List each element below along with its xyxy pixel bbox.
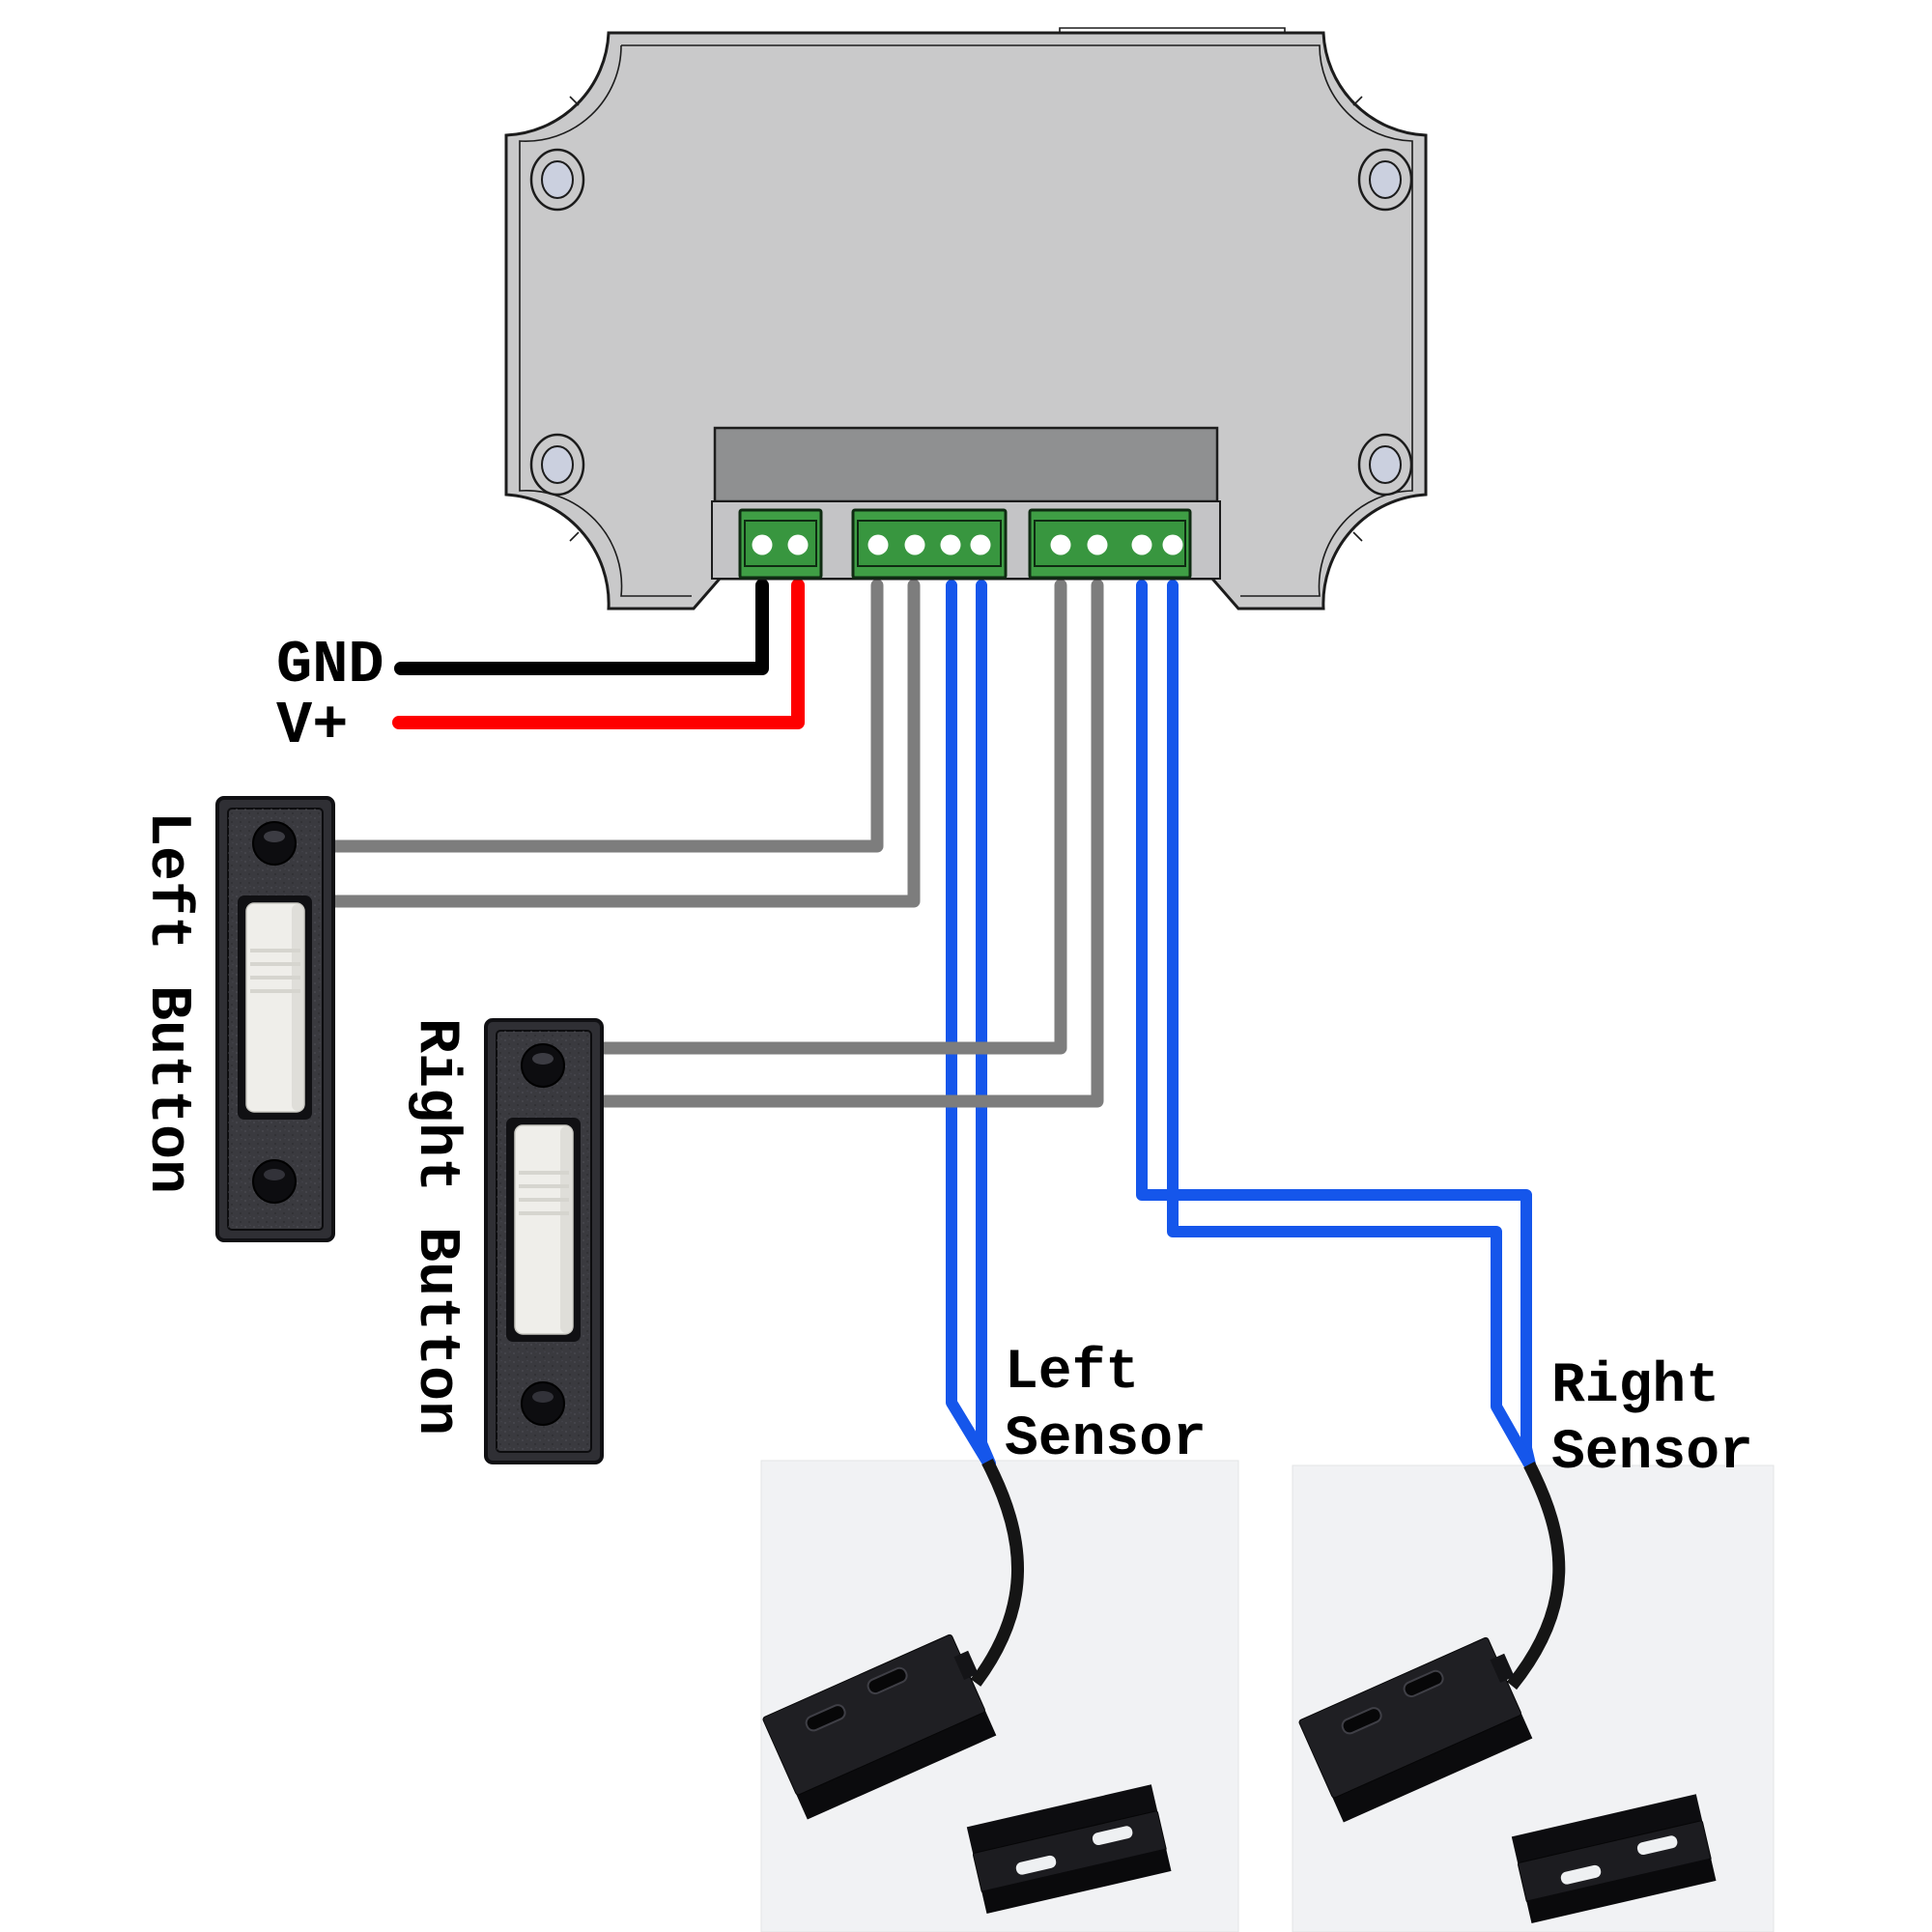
right-button	[484, 1018, 604, 1464]
right-sensor-label-line2: Sensor	[1551, 1422, 1753, 1485]
terminal-recess-wall	[713, 426, 1219, 503]
screw-hole	[541, 445, 574, 484]
terminal-pin	[1050, 534, 1071, 555]
left-sensor-label-line2: Sensor	[1005, 1408, 1207, 1471]
right-sensor-label-line1: Right	[1551, 1355, 1719, 1418]
right-sensor-cable	[1506, 1462, 1566, 1690]
terminal-pin	[787, 534, 809, 555]
terminal-pin	[970, 534, 991, 555]
terminal-pin	[1162, 534, 1183, 555]
terminal-pin	[940, 534, 961, 555]
gnd-label: GND	[276, 631, 384, 699]
terminal-pin	[867, 534, 889, 555]
sensor-wires	[946, 580, 1536, 1470]
vplus-wire	[392, 579, 805, 729]
right-sensor-wire-1	[1136, 580, 1536, 1470]
right-button-label: Right Button	[403, 1018, 469, 1435]
terminal-pin	[1087, 534, 1108, 555]
screw-hole	[541, 160, 574, 199]
terminal-block-power	[738, 508, 823, 580]
right-sensor-assembly	[1298, 1462, 1717, 1924]
enclosure-bevel	[519, 27, 1413, 597]
vplus-label: V+	[276, 692, 348, 760]
left-button-label: Left Button	[134, 811, 200, 1194]
screw-holes	[529, 148, 1413, 497]
right-button-wire-2	[590, 579, 1104, 1108]
terminal-pin	[1131, 534, 1152, 555]
button-wires	[322, 579, 1104, 1108]
right-sensor-wire-2	[1167, 580, 1534, 1468]
left-sensor-assembly	[762, 1459, 1172, 1915]
terminal-pin	[904, 534, 925, 555]
left-sensor-label-line1: Left	[1005, 1342, 1139, 1405]
left-button-wire-2	[322, 579, 921, 908]
controller-enclosure	[504, 27, 1428, 611]
right-reed-switch	[1298, 1636, 1533, 1823]
left-sensor-wire-2	[976, 580, 996, 1469]
gnd-wire	[394, 579, 769, 675]
terminal-block-left-io	[851, 508, 1008, 580]
left-button-wire-1	[322, 579, 884, 853]
right-magnet	[1511, 1794, 1717, 1924]
left-magnet	[966, 1784, 1172, 1915]
right-button-wire-1	[590, 579, 1067, 1055]
terminal-pin	[752, 534, 773, 555]
left-sensor-wire-1	[946, 580, 993, 1467]
left-reed-switch	[762, 1634, 997, 1820]
left-sensor-cable	[970, 1459, 1024, 1687]
screw-hole	[1369, 160, 1402, 199]
terminal-block-right-io	[1028, 508, 1192, 580]
left-button	[215, 796, 335, 1242]
screw-hole	[1369, 445, 1402, 484]
terminal-blocks	[738, 508, 1192, 580]
